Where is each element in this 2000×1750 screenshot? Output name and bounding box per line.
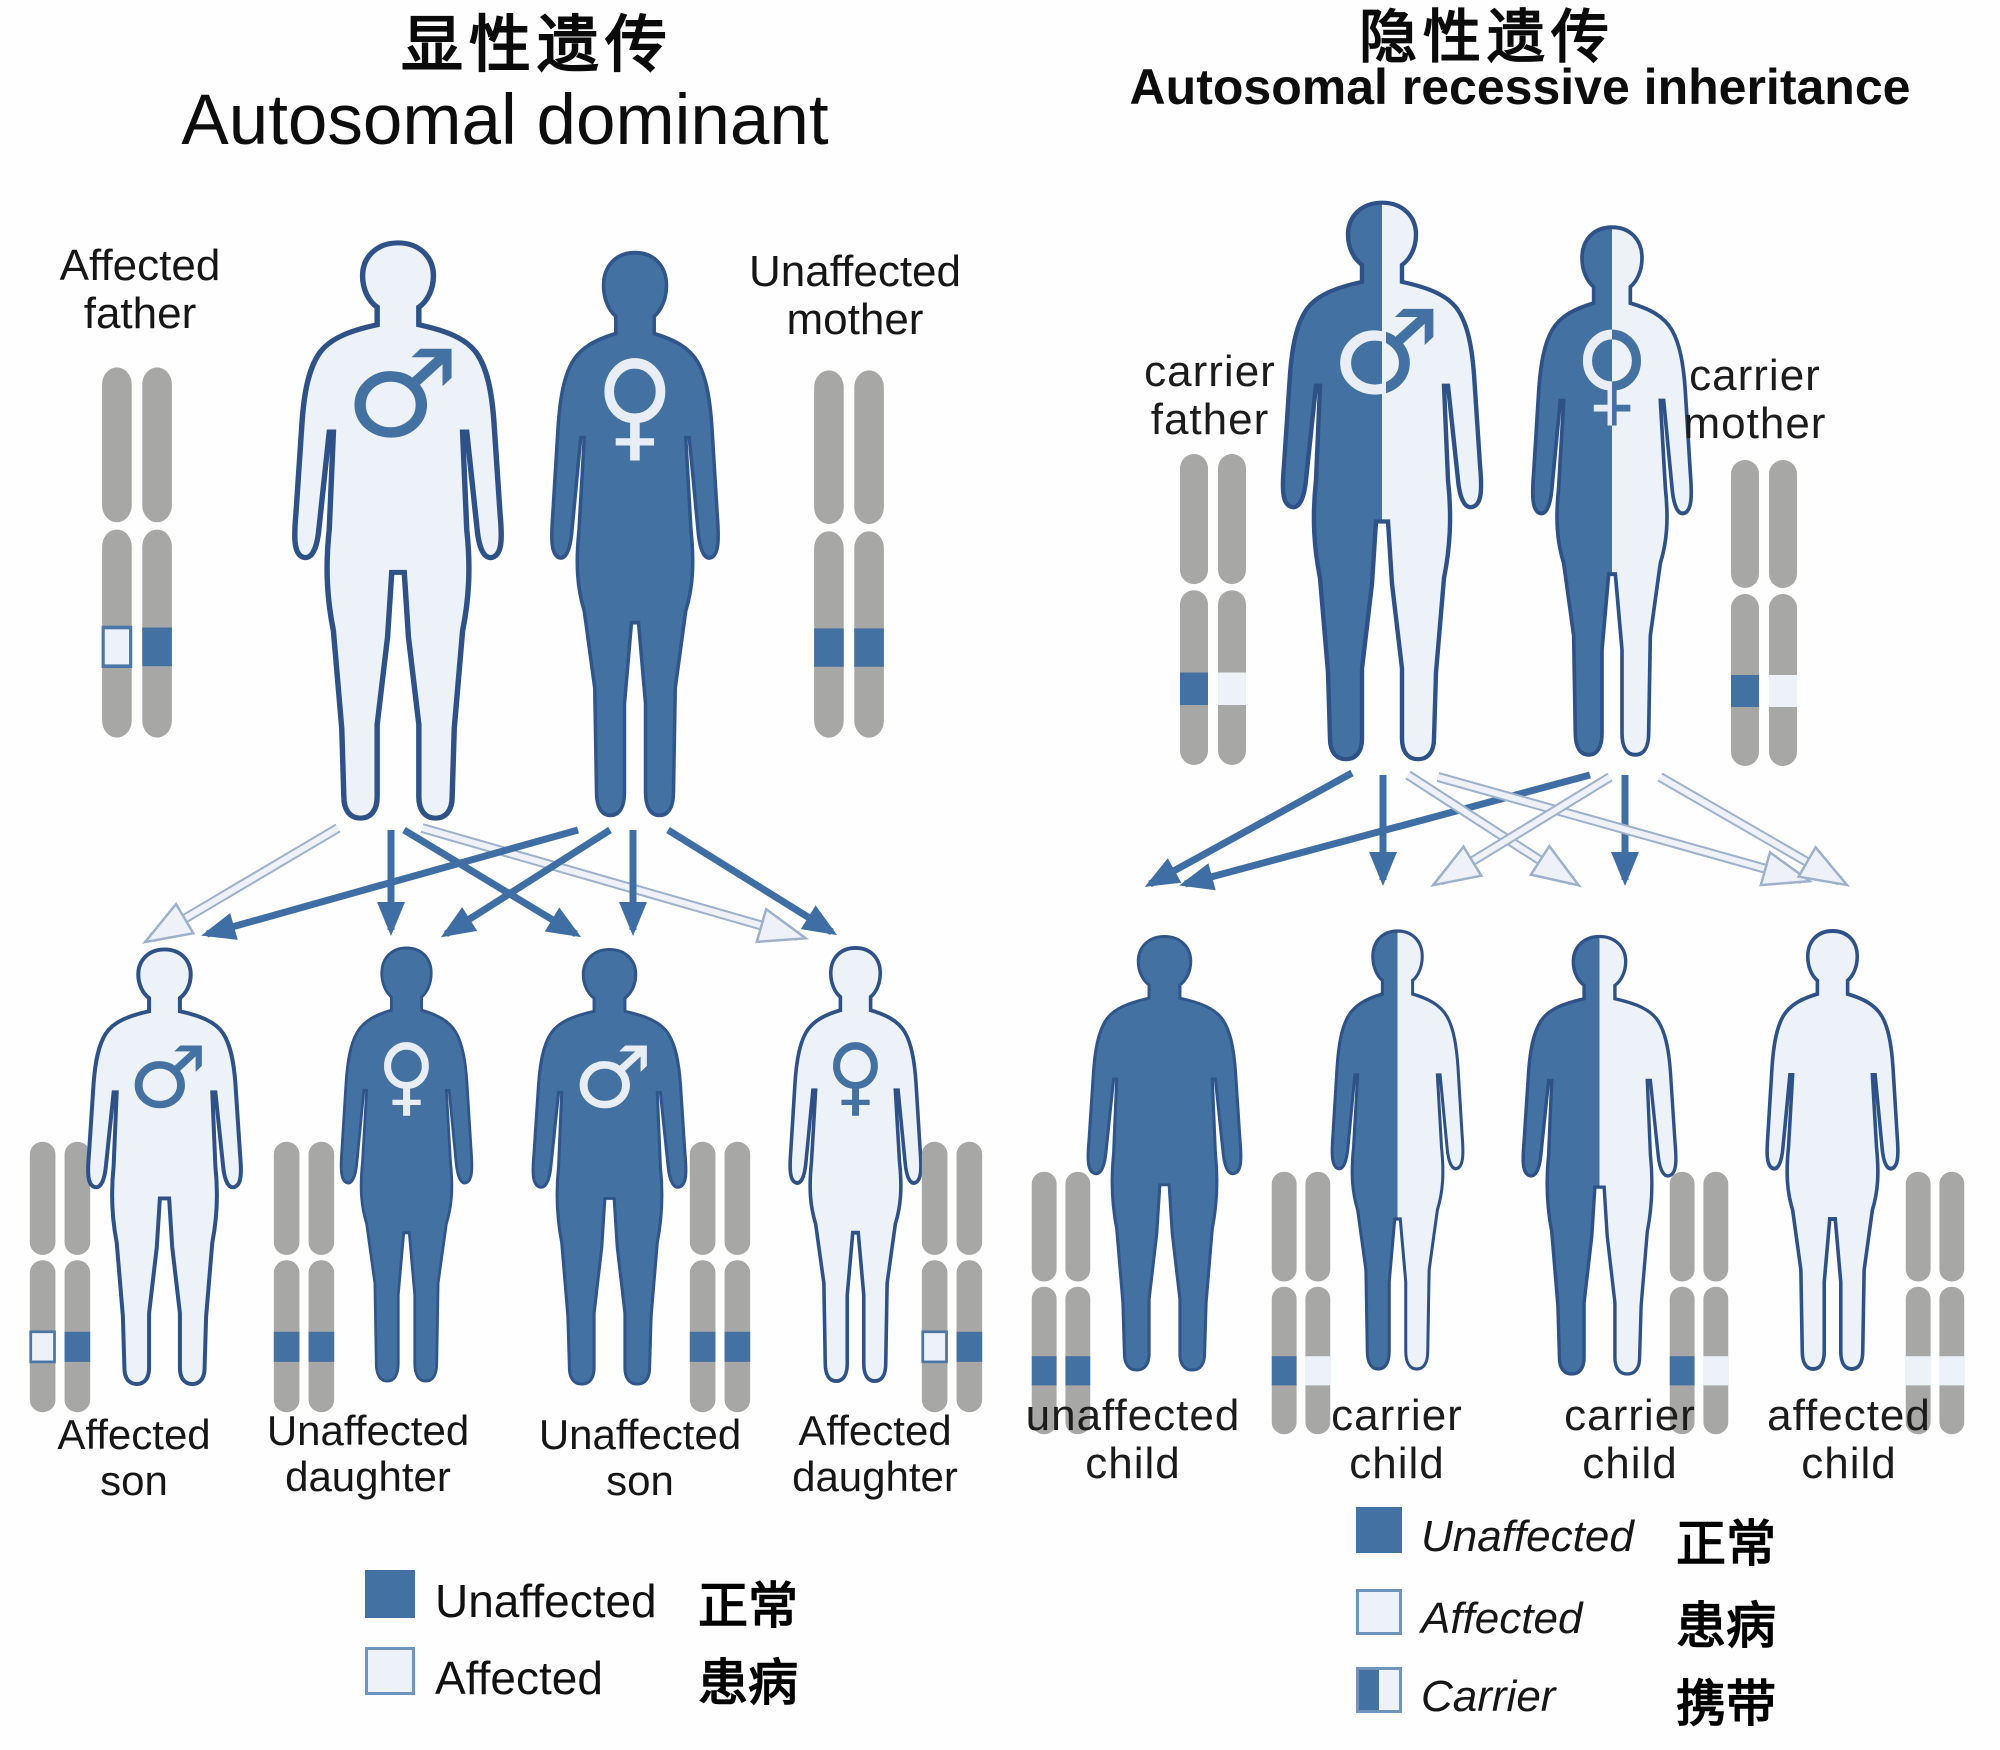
chromosome-carrier-child-2 (1669, 1171, 1729, 1435)
female-symbol-icon: ♀ (1574, 309, 1650, 439)
figure-affected-child (1765, 929, 1900, 1371)
label-carrier-mother: carrier mother (1683, 351, 1827, 449)
left-title-zh: 显性遗传 (400, 11, 673, 80)
chromosome-affected-child (1905, 1171, 1965, 1435)
label-unaffected-son: Unaffected son (538, 1411, 742, 1505)
label-carrier-child-2: carrier child (1564, 1391, 1696, 1489)
female-symbol-icon: ♀ (595, 334, 674, 473)
legend-label-unaffected-right: Unaffected (1421, 1512, 1634, 1561)
figure-unaffected-child (1086, 934, 1243, 1372)
figure-carrier-child-1 (1330, 929, 1465, 1371)
arrow-r-mother-child1 (1179, 771, 1591, 891)
legend-label-unaffected-zh-left: 正常 (698, 1578, 798, 1634)
legend-label-affected-zh-right: 患病 (1676, 1598, 1776, 1654)
male-symbol-icon: ♂ (344, 324, 460, 465)
chromosome-carrier-child-1 (1271, 1171, 1331, 1435)
figure-affected-father: ♂ (273, 237, 523, 822)
chromosome-carrier-father (1180, 454, 1246, 765)
legend-swatch-carrier-right (1356, 1667, 1402, 1713)
legend-swatch-affected-left (365, 1647, 415, 1695)
arrow-l-mother-child4 (666, 827, 838, 936)
arrow-r-mother-child2-recessive (1430, 772, 1613, 888)
right-title-en: Autosomal recessive inheritance (1129, 59, 1911, 115)
legend-label-carrier-right: Carrier (1421, 1672, 1556, 1721)
chromosome-affected-daughter (921, 1141, 983, 1413)
legend-label-affected-zh-left: 患病 (698, 1655, 798, 1711)
legend-label-affected-left: Affected (435, 1652, 603, 1704)
legend-swatch-unaffected-left (365, 1570, 415, 1618)
arrow-l-mother-child1 (201, 826, 579, 940)
arrow-l-father-child4-affected (420, 823, 810, 944)
label-carrier-father: carrier father (1144, 347, 1276, 445)
arrow-l-father-child3 (402, 827, 582, 938)
chromosome-carrier-mother (1731, 460, 1797, 766)
chromosome-unaffected-mother (814, 370, 884, 738)
chromosome-unaffected-son (689, 1141, 751, 1413)
label-affected-son: Affected son (57, 1411, 211, 1505)
chromosome-affected-son (29, 1141, 91, 1413)
label-affected-child: affected child (1767, 1391, 1931, 1489)
chromosome-unaffected-child (1031, 1171, 1091, 1435)
label-unaffected-daughter: Unaffected daughter (266, 1407, 470, 1501)
legend-swatch-unaffected-right (1356, 1507, 1402, 1553)
label-unaffected-mother: Unaffected mother (748, 247, 961, 345)
male-symbol-icon: ♂ (573, 1028, 653, 1128)
arrow-r-father-child1 (1144, 769, 1354, 888)
label-affected-daughter: Affected daughter (792, 1407, 958, 1501)
figure-carrier-father: ♂ (1262, 197, 1502, 763)
legend-label-carrier-zh-right: 携带 (1676, 1676, 1776, 1732)
label-affected-father: Affected father (59, 241, 221, 339)
figure-unaffected-son: ♂ (531, 947, 688, 1386)
figure-affected-daughter: ♀ (788, 946, 923, 1383)
figure-unaffected-mother: ♀ (549, 250, 721, 818)
legend-label-unaffected-left: Unaffected (435, 1575, 657, 1627)
left-title-en: Autosomal dominant (181, 81, 829, 160)
right-title-zh: 隐性遗传 (1358, 5, 1615, 70)
figure-unaffected-daughter: ♀ (339, 946, 474, 1383)
male-symbol-icon: ♂ (1330, 285, 1441, 421)
label-carrier-child-1: carrier child (1331, 1391, 1463, 1489)
chromosome-unaffected-daughter (273, 1141, 335, 1413)
chromosome-affected-father (101, 367, 172, 738)
arrow-r-mother-child4-recessive (1657, 772, 1851, 887)
arrow-r-father-child4-recessive (1436, 772, 1814, 887)
female-symbol-icon: ♀ (826, 1025, 884, 1126)
legend-label-unaffected-zh-right: 正常 (1676, 1516, 1776, 1572)
arrow-l-father-child1-affected (142, 823, 341, 944)
figure-carrier-child-2 (1521, 934, 1678, 1376)
male-symbol-icon: ♂ (128, 1028, 208, 1128)
female-symbol-icon: ♀ (377, 1025, 435, 1126)
figure-affected-son: ♂ (72, 945, 257, 1387)
arrow-l-mother-child2 (440, 827, 612, 938)
label-unaffected-child: unaffected child (1025, 1391, 1241, 1489)
figure-carrier-mother: ♀ (1530, 225, 1694, 757)
legend-label-affected-right: Affected (1421, 1594, 1583, 1643)
legend-swatch-affected-right (1356, 1589, 1402, 1635)
arrow-r-father-child3-recessive (1405, 770, 1582, 888)
